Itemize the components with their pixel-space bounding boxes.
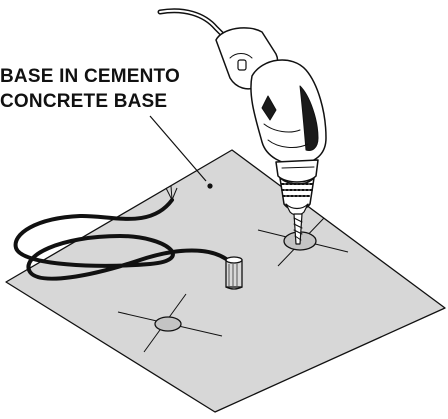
power-drill-icon — [157, 8, 327, 245]
anchor-hole-lower — [154, 316, 182, 332]
cable-sensor-icon — [13, 185, 243, 290]
leader-dot — [207, 183, 213, 189]
sensor-probe — [225, 259, 243, 288]
label-italian: BASE IN CEMENTO — [0, 66, 181, 87]
anchor-mark-lower — [117, 293, 223, 353]
label-leader-line — [149, 115, 207, 182]
label-english: CONCRETE BASE — [0, 91, 168, 112]
